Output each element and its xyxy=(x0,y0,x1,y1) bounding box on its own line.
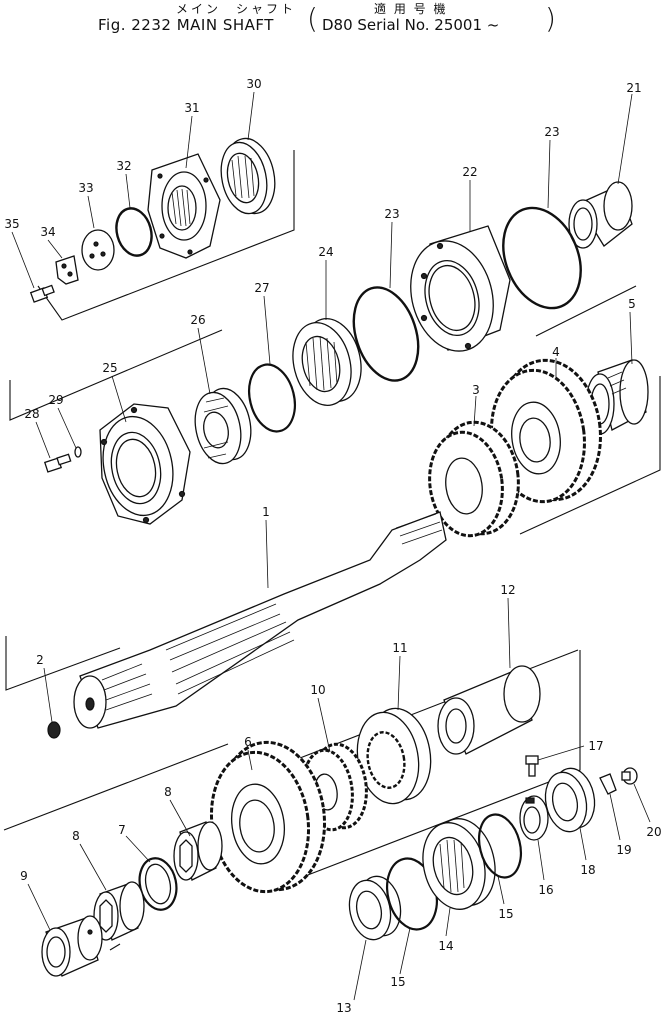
callout-33: 33 xyxy=(78,181,93,195)
part-25-retainer xyxy=(99,403,191,525)
figure-title: Fig. 2232 MAIN SHAFT xyxy=(98,16,274,34)
part-35-bolt xyxy=(29,284,55,303)
callout-32: 32 xyxy=(116,159,131,173)
callout-2: 2 xyxy=(36,653,44,667)
callout-22: 22 xyxy=(462,165,477,179)
part-22-retainer xyxy=(410,225,511,352)
part-14-bearing xyxy=(422,818,496,910)
callout-23-lower: 23 xyxy=(384,207,399,221)
callout-11: 11 xyxy=(392,641,407,655)
part-18-collar xyxy=(544,767,596,833)
part-23-o-ring-lower xyxy=(352,286,420,382)
callout-24: 24 xyxy=(318,245,333,259)
callout-26: 26 xyxy=(190,313,205,327)
part-11-coupling xyxy=(356,707,432,805)
callout-35: 35 xyxy=(4,217,19,231)
part-16-nut xyxy=(519,795,549,841)
callout-30: 30 xyxy=(246,77,261,91)
serial-paren-close: ) xyxy=(545,2,556,35)
serial-paren-open: ( xyxy=(307,2,318,35)
callout-21: 21 xyxy=(626,81,641,95)
part-3-gear xyxy=(428,420,520,538)
part-32-o-ring xyxy=(115,207,153,257)
callout-34: 34 xyxy=(40,225,55,239)
callout-6: 6 xyxy=(244,735,252,749)
part-21-sleeve xyxy=(568,181,633,249)
part-19-lock xyxy=(599,773,617,795)
applicable-japanese: 適 用 号 機 xyxy=(374,2,448,16)
callout-5: 5 xyxy=(628,297,636,311)
part-1-main-shaft xyxy=(73,511,447,729)
part-23-o-ring-upper xyxy=(502,206,582,310)
part-9-needle-bearing xyxy=(41,915,103,977)
part-34-lock-plate xyxy=(55,255,79,285)
part-29-washer xyxy=(74,446,82,458)
part-33-plate xyxy=(81,229,115,271)
callout-7: 7 xyxy=(118,823,126,837)
callout-15-upper: 15 xyxy=(498,907,513,921)
part-30-bearing xyxy=(220,137,276,215)
part-24-bearing xyxy=(292,318,362,406)
part-6-gear xyxy=(209,740,327,894)
part-27-snap-ring xyxy=(248,363,296,433)
callout-19: 19 xyxy=(616,843,631,857)
part-13-collar xyxy=(348,875,402,941)
callout-9: 9 xyxy=(20,869,28,883)
part-31-cover xyxy=(147,153,221,259)
part-4-gear xyxy=(490,358,602,504)
callout-14: 14 xyxy=(438,939,453,953)
callout-8-upper: 8 xyxy=(164,785,172,799)
callout-labels: 1 2 3 4 5 6 7 8 8 9 10 11 12 13 14 15 15… xyxy=(4,77,661,1015)
part-15-snap-ring-upper xyxy=(478,813,522,879)
callout-8-lower: 8 xyxy=(72,829,80,843)
callout-23-upper: 23 xyxy=(544,125,559,139)
part-12-sleeve xyxy=(437,665,541,755)
callout-3: 3 xyxy=(472,383,480,397)
callout-4: 4 xyxy=(552,345,560,359)
callout-28: 28 xyxy=(24,407,39,421)
callout-10: 10 xyxy=(310,683,325,697)
part-20-screw xyxy=(621,767,638,785)
callout-1: 1 xyxy=(262,505,270,519)
leader-lines xyxy=(11,91,651,1001)
group-frames xyxy=(3,150,661,951)
callout-20: 20 xyxy=(646,825,661,839)
callout-18: 18 xyxy=(580,863,595,877)
callout-16: 16 xyxy=(538,883,553,897)
callout-27: 27 xyxy=(254,281,269,295)
callout-15-lower: 15 xyxy=(390,975,405,989)
part-26-hub xyxy=(194,387,252,465)
callout-31: 31 xyxy=(184,101,199,115)
callout-12: 12 xyxy=(500,583,515,597)
part-2-plug xyxy=(47,721,61,739)
part-28-bolt xyxy=(43,453,72,473)
part-17-bolt xyxy=(525,755,539,777)
callout-25: 25 xyxy=(102,361,117,375)
callout-13: 13 xyxy=(336,1001,351,1015)
callout-17: 17 xyxy=(588,739,603,753)
serial-number: D80 Serial No. 25001 ~ xyxy=(322,16,500,34)
title-japanese: メイン シャフト xyxy=(176,2,297,16)
callout-29: 29 xyxy=(48,393,63,407)
part-7-ring xyxy=(138,857,178,911)
part-8-collar-upper xyxy=(173,821,223,881)
